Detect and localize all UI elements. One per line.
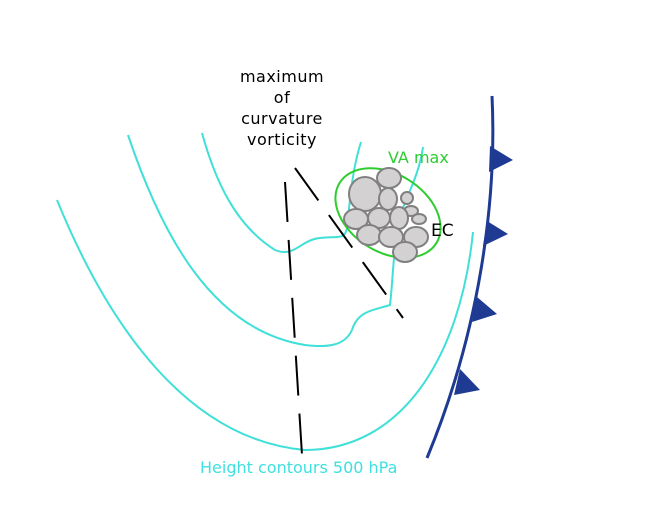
front (425, 95, 513, 459)
front-triangle (454, 369, 480, 395)
curvature-vorticity-axis-2 (294, 167, 404, 319)
va-max-ellipse (334, 167, 442, 259)
height-contour-3 (56, 199, 474, 452)
height-contour-1 (201, 132, 362, 253)
curvature-vorticity-axis-1 (284, 181, 303, 456)
enhanced-cumulus-cluster (343, 167, 429, 263)
label-line: of (273, 88, 291, 107)
label-line: maximum (239, 67, 325, 86)
front-triangle (472, 297, 497, 322)
curvature-vorticity-label: maximum of curvature vorticity (220, 66, 344, 150)
label-line: vorticity (246, 130, 318, 149)
front-triangle (489, 146, 513, 172)
ec-label: EC (431, 221, 454, 241)
va-max-label: VA max (388, 148, 449, 167)
height-contours-label: Height contours 500 hPa (200, 458, 398, 477)
label-line: curvature (241, 109, 323, 128)
front-triangle (483, 221, 508, 246)
